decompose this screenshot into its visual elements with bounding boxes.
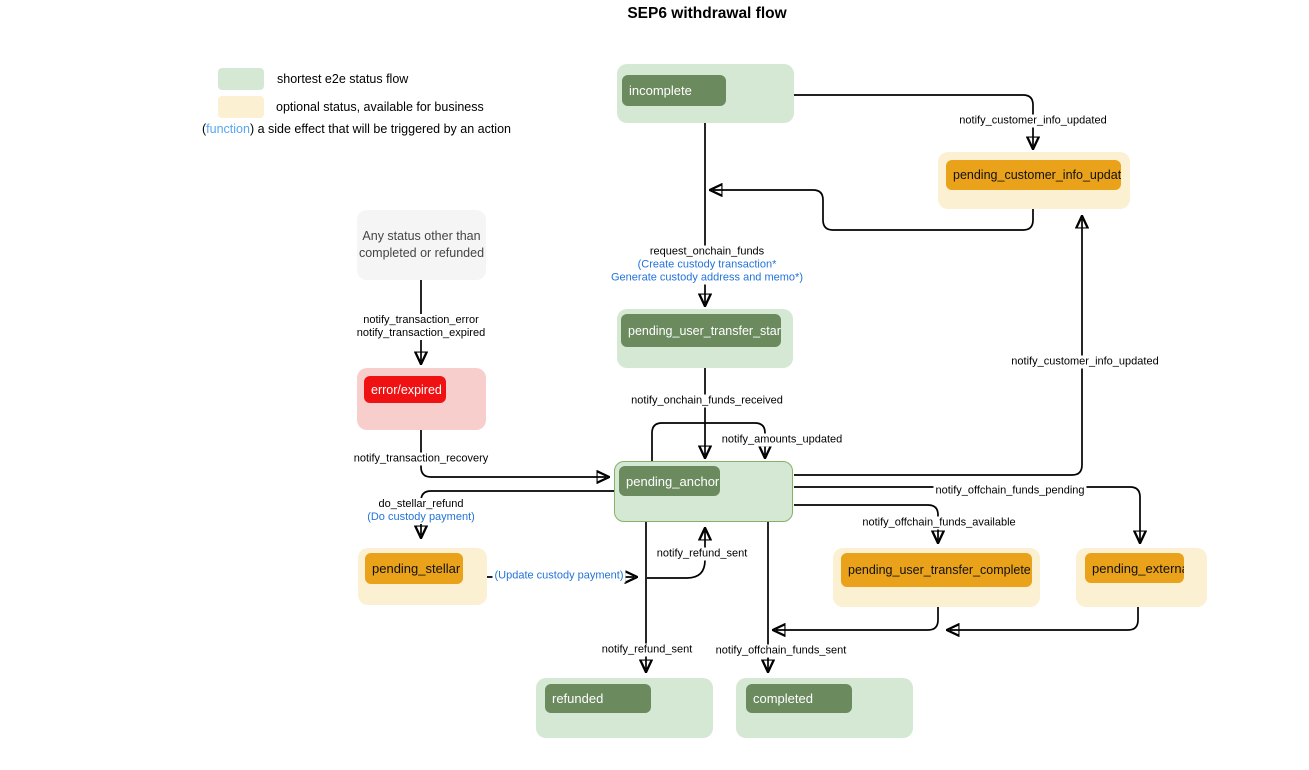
node-refunded: refunded: [536, 678, 713, 738]
node-any-status-line2: completed or refunded: [358, 246, 485, 260]
edge-label-request-onchain-funds: request_onchain_funds (Create custody tr…: [609, 245, 805, 285]
edge-label-notify-transaction-error: notify_transaction_error: [363, 314, 479, 326]
edge-label-notify-amounts-updated: notify_amounts_updated: [719, 433, 845, 447]
node-pending-external-label: pending_external: [1085, 553, 1184, 583]
edge-label-generate-custody-address: Generate custody address and memo*): [611, 271, 803, 284]
node-pending-user-transfer-complete-label: pending_user_transfer_complete: [841, 553, 1032, 587]
node-error-expired-label: error/expired: [364, 376, 446, 403]
node-any-status: Any status other than completed or refun…: [357, 210, 486, 280]
edge-error-expired-to-pending-anchor: [420, 430, 606, 477]
edge-label-do-custody-payment: (Do custody payment): [367, 511, 475, 523]
diagram-title: SEP6 withdrawal flow: [627, 5, 787, 22]
edge-label-notify-transaction-recovery: notify_transaction_recovery: [351, 452, 491, 466]
legend-function-open: (: [202, 122, 207, 136]
node-pending-stellar-label: pending_stellar: [365, 553, 463, 584]
node-error-expired: error/expired: [357, 368, 486, 430]
edge-label-notify-offchain-funds-available: notify_offchain_funds_available: [860, 516, 1018, 530]
edge-label-request-onchain-funds-action: request_onchain_funds: [649, 245, 765, 258]
legend-function-rest: ) a side effect that will be triggered b…: [249, 122, 511, 136]
node-incomplete-label: incomplete: [622, 75, 726, 106]
node-pending-stellar: pending_stellar: [358, 548, 487, 605]
legend-label-shortest-flow: shortest e2e status flow: [277, 72, 409, 86]
edge-label-update-custody-payment: (Update custody payment): [492, 569, 626, 583]
node-refunded-label: refunded: [545, 684, 651, 713]
node-completed-label: completed: [746, 684, 852, 713]
edge-pending-external-merge: [950, 607, 1139, 630]
edge-label-notify-customer-info-updated-right: notify_customer_info_updated: [1009, 355, 1161, 369]
legend-function-word: function: [206, 122, 250, 136]
edge-incomplete-to-pending-customer-info-update: [794, 94, 1033, 146]
edge-label-notify-onchain-funds-received: notify_onchain_funds_received: [629, 394, 785, 408]
edge-pending-user-transfer-complete-merge: [776, 607, 939, 630]
node-incomplete: incomplete: [617, 64, 794, 123]
edge-label-create-custody-transaction: (Create custody transaction*: [637, 258, 777, 271]
legend-label-optional-status: optional status, available for business: [276, 100, 484, 114]
node-pending-anchor-label: pending_anchor: [619, 466, 720, 496]
legend-label-function: (function) a side effect that will be tr…: [202, 122, 511, 136]
edge-pending-customer-info-update-return: [713, 190, 1034, 231]
edge-label-notify-transaction-expired: notify_transaction_expired: [356, 327, 486, 339]
node-pending-customer-info-update: pending_customer_info_update: [938, 152, 1130, 209]
edge-label-notify-customer-info-updated-top: notify_customer_info_updated: [957, 114, 1109, 128]
node-pending-customer-info-update-label: pending_customer_info_update: [946, 160, 1121, 190]
node-pending-user-transfer-complete: pending_user_transfer_complete: [833, 548, 1040, 607]
node-pending-anchor: pending_anchor: [614, 461, 793, 522]
edge-label-notify-offchain-funds-pending: notify_offchain_funds_pending: [933, 484, 1087, 498]
edge-pending-anchor-self-loop-amounts-updated: [651, 422, 765, 461]
edge-pending-anchor-to-pending-customer-info-update: [794, 219, 1082, 476]
node-pending-user-transfer-start: pending_user_transfer_start: [617, 309, 793, 368]
legend-swatch-shortest-flow: [218, 68, 264, 90]
node-any-status-line1: Any status other than: [362, 229, 481, 243]
node-pending-user-transfer-start-label: pending_user_transfer_start: [621, 314, 781, 347]
edge-pending-anchor-to-pending-user-transfer-complete: [794, 504, 938, 540]
edge-pending-anchor-to-pending-external: [794, 486, 1140, 540]
edge-label-transaction-error-expired: notify_transaction_error notify_transact…: [354, 314, 488, 340]
edge-label-notify-refund-sent-bottom: notify_refund_sent: [599, 643, 695, 657]
node-completed: completed: [736, 678, 913, 738]
legend-swatch-optional-status: [218, 96, 264, 118]
edge-label-notify-offchain-funds-sent: notify_offchain_funds_sent: [713, 644, 849, 658]
edge-label-do-stellar-refund: do_stellar_refund: [378, 498, 464, 510]
edge-label-notify-refund-sent-mid: notify_refund_sent: [654, 547, 750, 561]
node-pending-external: pending_external: [1076, 548, 1207, 607]
edge-label-do-stellar-refund-group: do_stellar_refund (Do custody payment): [365, 498, 477, 524]
